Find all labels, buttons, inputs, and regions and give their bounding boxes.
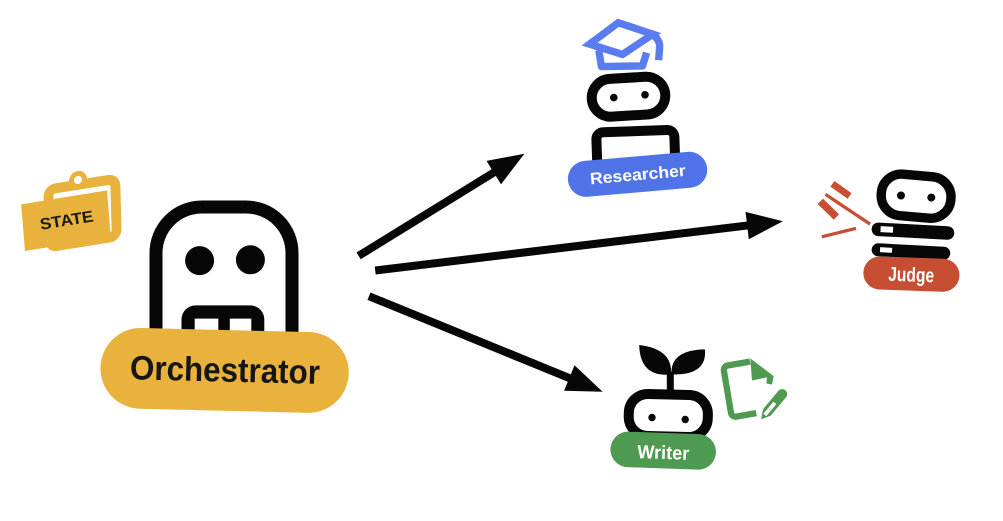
svg-text:Writer: Writer (637, 442, 690, 465)
svg-text:Judge: Judge (888, 264, 935, 288)
svg-text:Orchestrator: Orchestrator (130, 349, 321, 392)
